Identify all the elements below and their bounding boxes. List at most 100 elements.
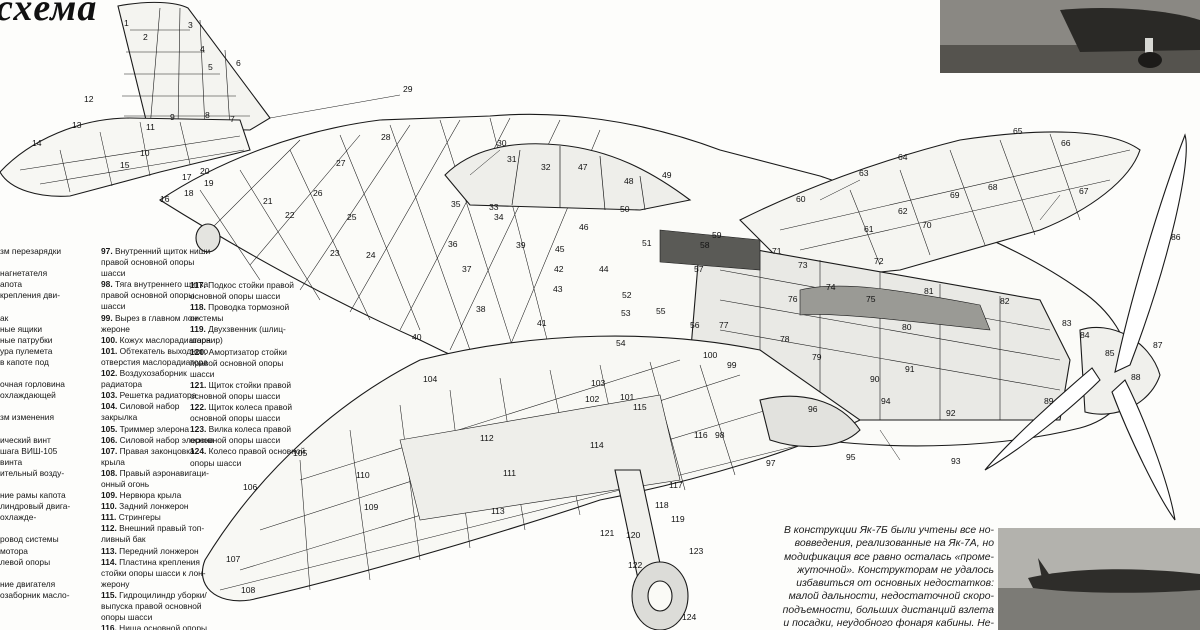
callout-number: 118 [655,500,669,510]
legend-item: шасси [101,301,183,312]
legend-item: 114. Пластина крепления [101,557,200,568]
callout-number: 85 [1105,348,1115,358]
legend-item: 97. Внутренний щиток ниши [101,246,210,257]
legend-item: ак [0,312,9,323]
legend-item [0,568,78,579]
callout-number: 1 [124,18,129,28]
legend-item: левой опоры [0,556,51,567]
callout-number: 21 [263,196,273,206]
legend-item-text: Внешний правый топ- [116,523,205,534]
callout-number: 45 [555,244,565,254]
legend-item-text: Колесо правой основной [206,446,306,457]
legend-item-number: 124. [190,446,207,457]
callout-number: 120 [626,530,641,540]
callout-number: 77 [719,320,729,330]
callout-number: 57 [694,264,704,274]
legend-item: шасси [101,268,183,279]
legend-item-text: Силовой набор [117,401,180,412]
callout-number: 16 [160,194,170,204]
legend-item: 111. Стрингеры [101,512,183,523]
callout-number: 12 [84,94,94,104]
callout-number: 30 [497,138,507,148]
callout-number: 51 [642,238,652,248]
callout-number: 55 [656,306,666,316]
legend-item: зм перезарядки [0,246,62,256]
callout-number: 116 [694,430,708,440]
legend-item: апота [0,279,23,290]
callout-number: 27 [336,158,346,168]
caption-line: и посадки, неудобного фонаря кабины. Не- [783,618,994,630]
callout-number: 25 [347,212,357,222]
legend-item [0,301,78,312]
legend-item-text: опоры шасси [190,457,242,468]
callout-number: 48 [624,176,634,186]
callout-number: 47 [578,162,588,172]
legend-item: озаборник масло- [0,589,70,600]
callout-number: 17 [182,172,192,182]
callout-number: 8 [205,110,210,120]
callout-number: 56 [690,320,700,330]
legend-item: шасси [190,369,310,380]
caption-line: подъемности, больших дистанций взлета [782,604,994,616]
legend-item: отверстия маслорадиатора [101,357,208,368]
callout-number: 53 [621,308,631,318]
legend-item-number: 118. [190,302,206,313]
legend-item-text: основной опоры шасси [190,435,281,446]
callout-number: 59 [712,230,722,240]
legend-item: ический винт [0,434,51,445]
legend-item-number: 111. [101,512,117,523]
legend-item-text: основной опоры шасси [190,390,281,401]
callout-number: 22 [285,210,295,220]
legend-item: ние двигателя [0,578,56,589]
legend-item: 121. Щиток стойки правой [190,380,310,391]
legend-item: ные патрубки [0,334,53,345]
legend-item: 107. Правая законцовка [101,446,195,457]
legend-item-text: правой основной опоры [101,290,195,301]
callout-number: 41 [537,318,547,328]
legend-item-text: Правая законцовка [117,445,195,456]
legend-item-number: 116. [101,623,117,630]
callout-number: 69 [950,190,960,200]
callout-number: 101 [620,392,635,402]
callout-number: 61 [864,224,874,234]
legend-item: 122. Щиток колеса правой [190,402,310,413]
legend-item-number: 110. [101,501,117,512]
legend-item-text: Амортизатор стойки [206,346,287,357]
legend-item: шарнир) [190,335,310,346]
callout-number: 107 [226,554,241,564]
legend-item-text: опоры шасси [101,612,153,623]
callout-number: 70 [922,220,932,230]
legend-item-text: Правый аэронавигаци- [117,467,209,478]
callout-number: 64 [898,152,908,162]
callout-number: 28 [381,132,391,142]
callout-number: 115 [633,402,647,412]
legend-item: опоры шасси [190,458,310,469]
callout-number: 66 [1061,138,1071,148]
legend-item-text: правой основной опоры [190,357,284,368]
legend-item: очная горловина [0,379,65,390]
callout-number: 71 [772,246,782,256]
callout-number: 5 [208,62,213,72]
callout-number: 32 [541,162,551,172]
callout-number: 114 [590,440,604,450]
callout-number: 87 [1153,340,1163,350]
callout-number: 97 [766,458,776,468]
legend-item: крыла [101,457,183,468]
legend-item: охлажде- [0,512,37,523]
legend-item: 99. Вырез в главном лон- [101,313,200,324]
legend-item-number: 122. [190,402,207,413]
legend-item-number: 119. [190,324,206,335]
legend-item-text: Передний лонжерон [116,545,199,556]
legend-item-text: Щиток колеса правой [206,402,293,413]
callout-number: 86 [1171,232,1181,242]
legend-item: 123. Вилка колеса правой [190,424,310,435]
legend-item-number: 98. [101,279,113,290]
legend-item: онный огонь [101,479,183,490]
legend-item: правой основной опоры [190,358,310,369]
callout-number: 83 [1062,318,1072,328]
legend-item: ные ящики [0,323,43,334]
callout-number: 84 [1080,330,1090,340]
callout-number: 3 [188,20,193,30]
